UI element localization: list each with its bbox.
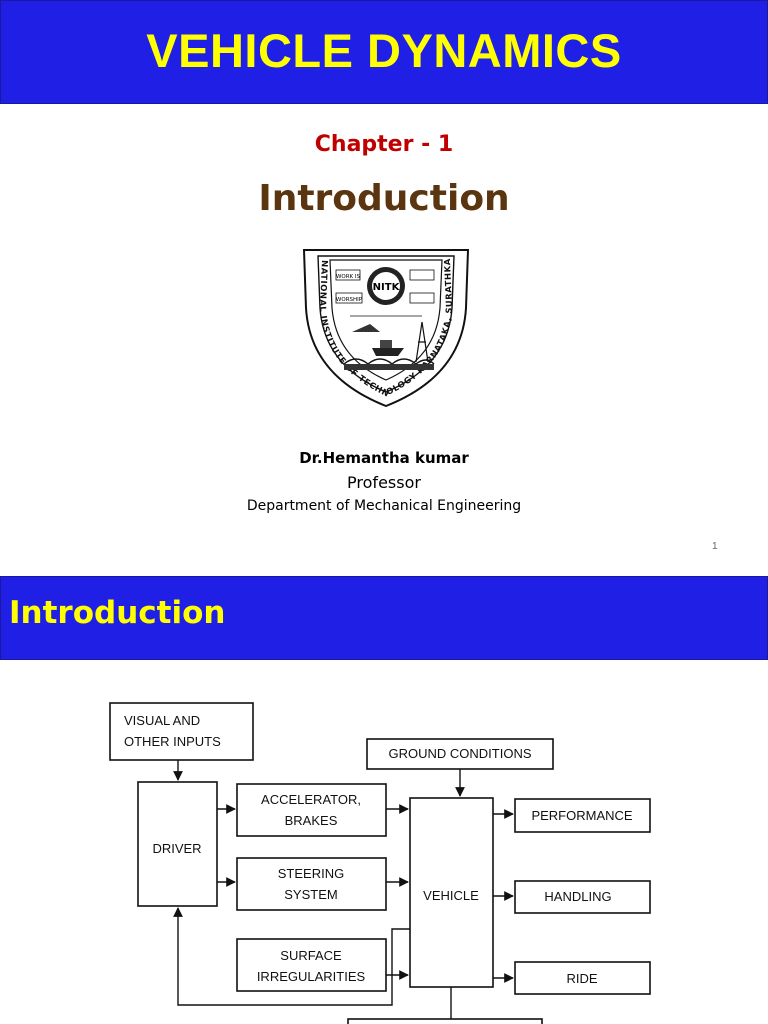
introduction-slide: Introduction VISUAL AND OTHER INPUTS DRI…: [0, 576, 768, 1024]
ride-label: RIDE: [566, 971, 597, 986]
visual-inputs-line1: VISUAL AND: [124, 713, 200, 728]
title-slide: VEHICLE DYNAMICS Chapter - 1 Introductio…: [0, 0, 768, 552]
box-visual-inputs: VISUAL AND OTHER INPUTS: [109, 702, 254, 761]
box-ride: RIDE: [514, 961, 651, 995]
steering-line1: STEERING: [278, 866, 344, 881]
page-number: 1: [712, 541, 718, 552]
performance-label: PERFORMANCE: [531, 808, 632, 823]
chapter-label: Chapter - 1: [314, 132, 454, 157]
steering-line2: SYSTEM: [284, 887, 337, 902]
box-driver: DRIVER: [137, 781, 218, 907]
slide-title: Introduction: [9, 595, 226, 631]
vehicle-label: VEHICLE: [423, 888, 479, 903]
driver-label: DRIVER: [152, 841, 201, 856]
box-surface-irregularities: SURFACE IRREGULARITIES: [236, 938, 387, 992]
surface-line2: IRREGULARITIES: [257, 969, 366, 984]
box-performance: PERFORMANCE: [514, 798, 651, 833]
department: Department of Mechanical Engineering: [246, 498, 522, 514]
gear-icon: NITK: [367, 267, 405, 305]
nitk-logo: NATIONAL INSTITUTE OF TECHNOLOGY KARNATA…: [300, 246, 470, 408]
accel-line1: ACCELERATOR,: [261, 792, 361, 807]
feedback-vehicle-to-driver: [173, 907, 410, 1006]
main-title: VEHICLE DYNAMICS: [146, 24, 622, 77]
slide-header-banner: Introduction: [0, 576, 768, 660]
surface-line1: SURFACE: [280, 948, 342, 963]
logo-motto-1: WORK IS: [336, 274, 361, 280]
title-banner: VEHICLE DYNAMICS: [0, 0, 768, 104]
box-ground-conditions: GROUND CONDITIONS: [366, 738, 554, 770]
box-bottom-partial: [347, 1018, 543, 1024]
author-role: Professor: [347, 473, 421, 492]
ground-conditions-label: GROUND CONDITIONS: [389, 746, 532, 761]
handling-label: HANDLING: [544, 889, 611, 904]
slide-subtitle: Introduction: [258, 178, 510, 219]
accel-line2: BRAKES: [285, 813, 338, 828]
logo-emblem: NITK: [373, 282, 401, 293]
vehicle-dynamics-block-diagram: VISUAL AND OTHER INPUTS DRIVER ACCELERAT…: [109, 702, 651, 1024]
box-handling: HANDLING: [514, 880, 651, 914]
box-steering-system: STEERING SYSTEM: [236, 857, 387, 911]
author-name: Dr.Hemantha kumar: [299, 449, 469, 467]
logo-motto-2: WORSHIP: [336, 297, 363, 303]
box-vehicle: VEHICLE: [409, 797, 494, 988]
visual-inputs-line2: OTHER INPUTS: [124, 734, 221, 749]
box-accelerator-brakes: ACCELERATOR, BRAKES: [236, 783, 387, 837]
